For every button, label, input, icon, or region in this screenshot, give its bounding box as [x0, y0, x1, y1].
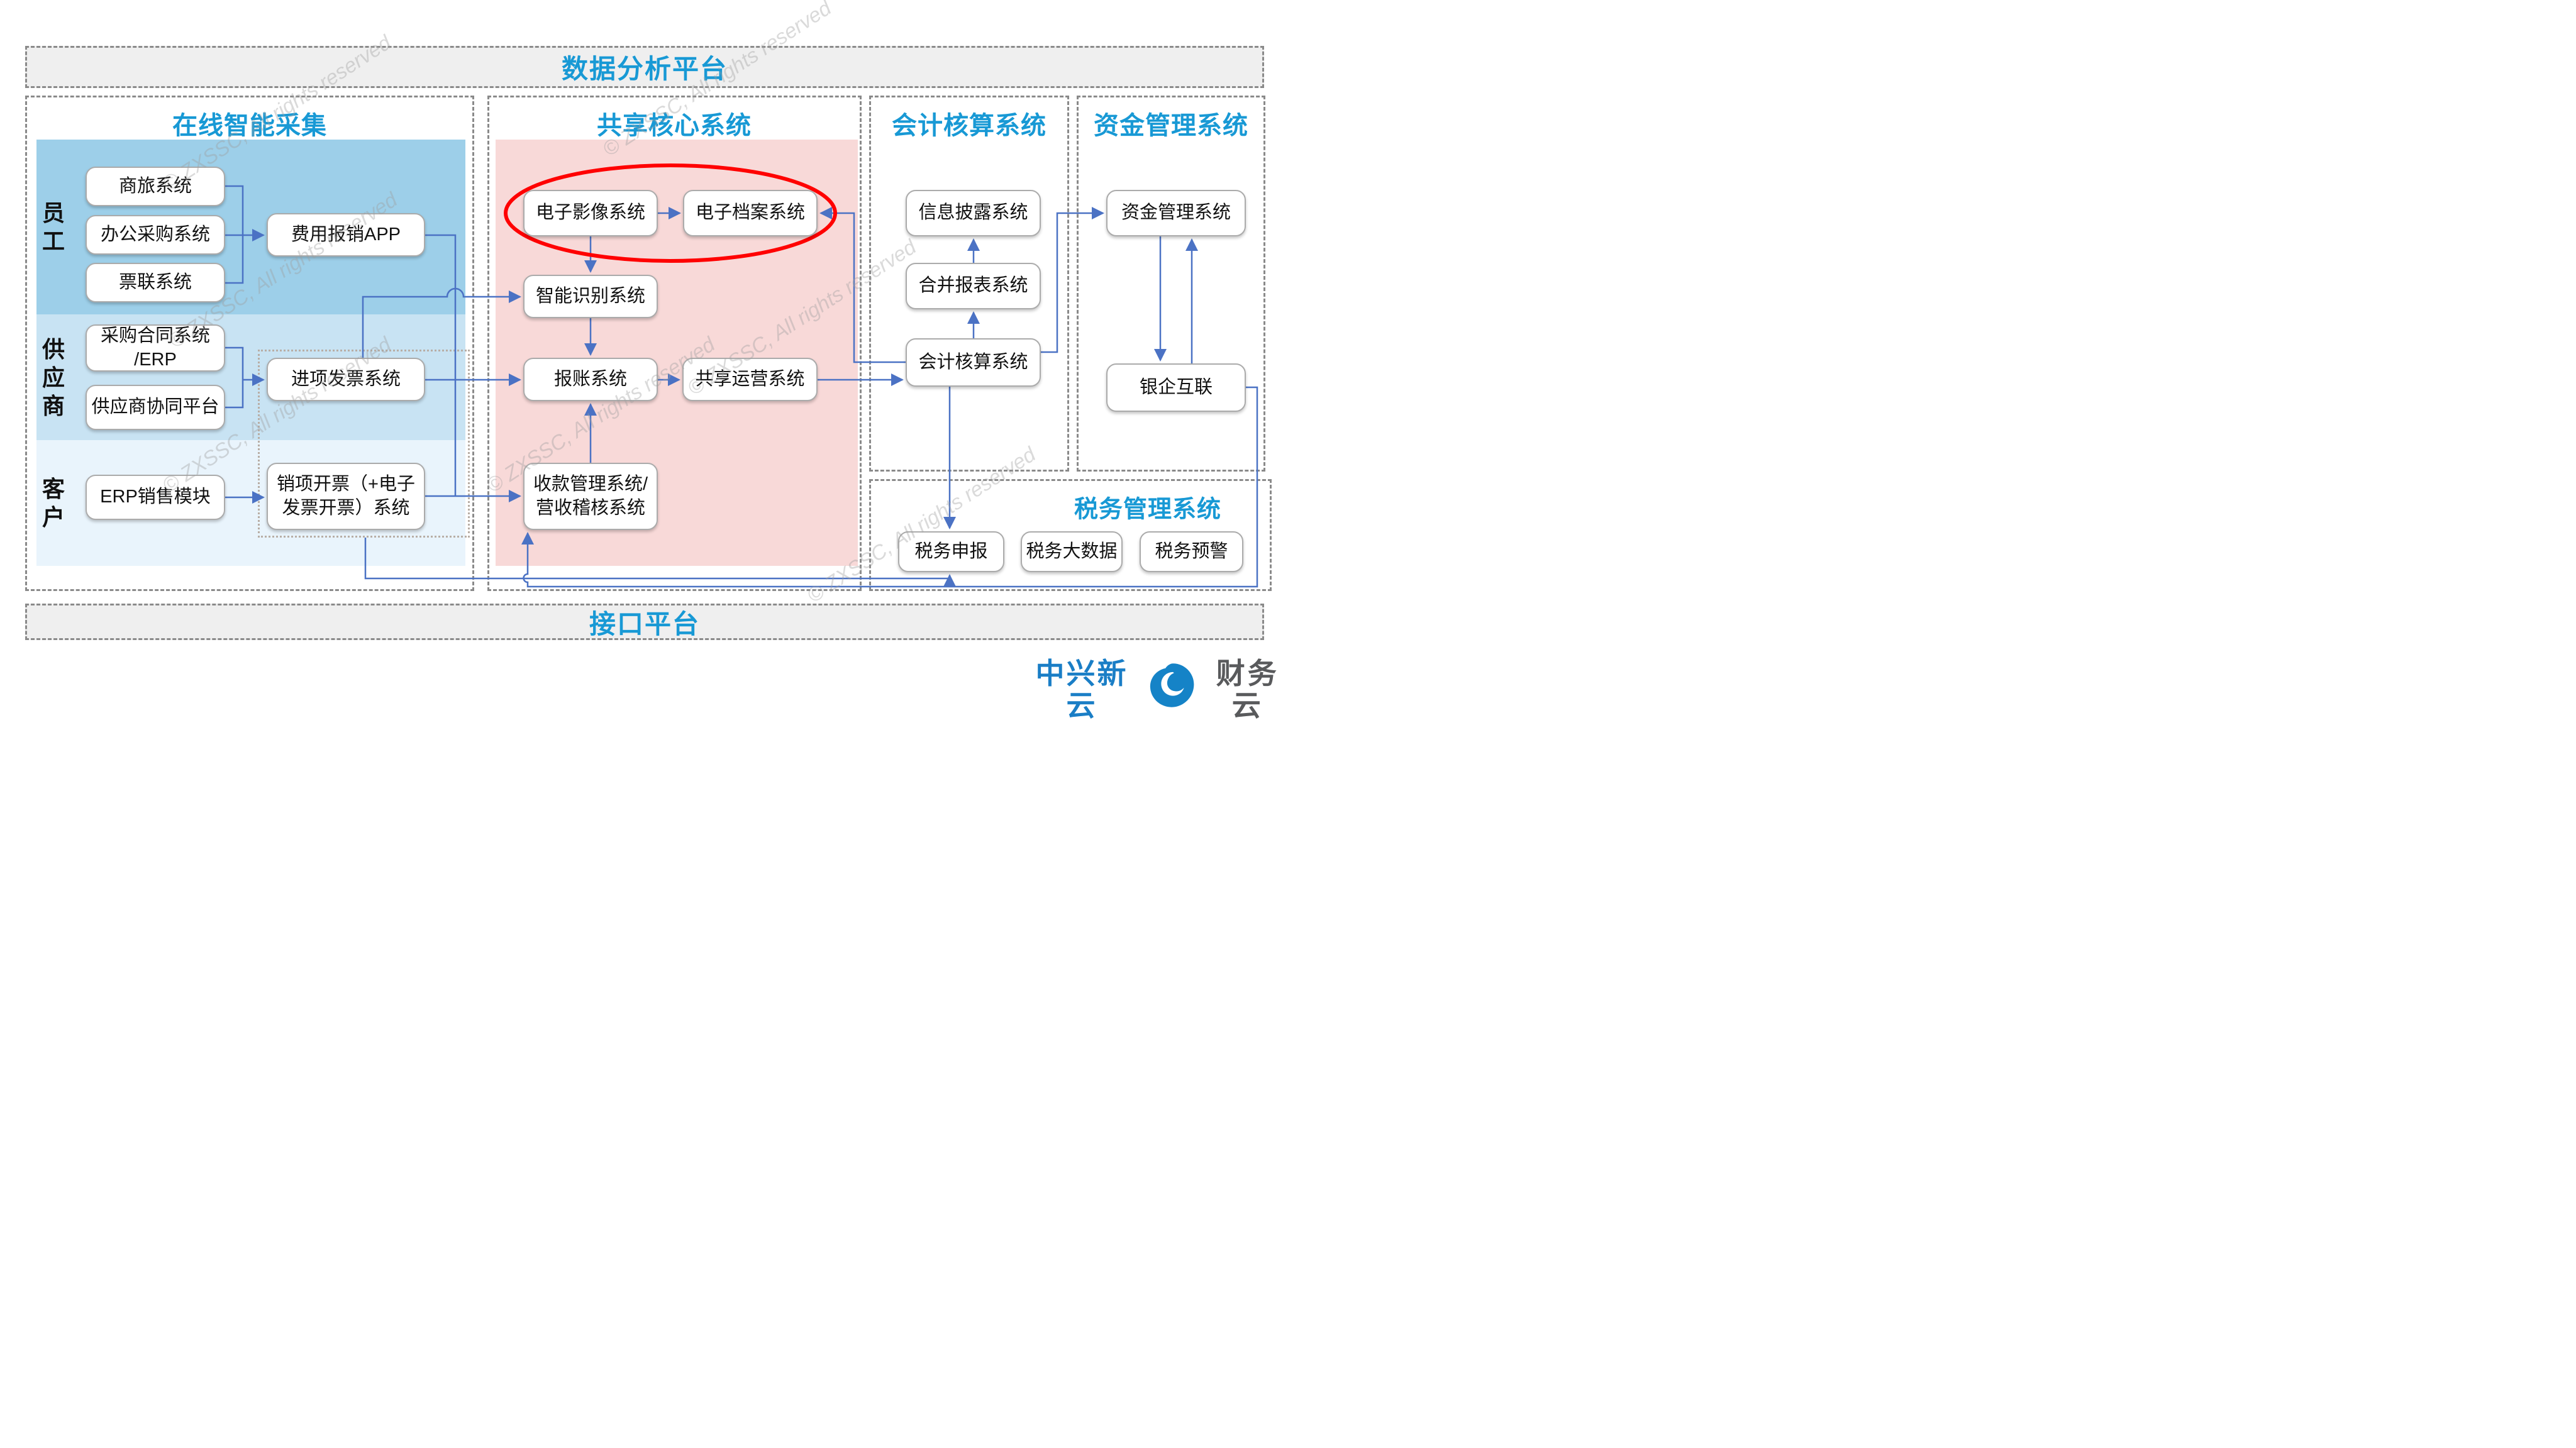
supplier-band-label-text: 供应商 [42, 336, 65, 419]
box-procurement-contract-label: 采购合同系统 /ERP [100, 325, 210, 370]
box-fund-mgmt-label: 资金管理系统 [1121, 202, 1231, 223]
employee-band-label: 员工 [40, 140, 67, 314]
logo-product-name: 财务云 [1216, 657, 1279, 722]
box-ticket-link-label: 票联系统 [118, 272, 192, 292]
box-erp-sales-module: ERP销售模块 [86, 475, 225, 520]
box-consolidated-report-label: 合并报表系统 [918, 275, 1028, 296]
box-office-procurement-system: 办公采购系统 [86, 215, 225, 255]
financial-cloud-icon [1150, 663, 1194, 707]
box-erp-sales-label: ERP销售模块 [100, 487, 211, 507]
data-analysis-platform-bar: 数据分析平台 [25, 46, 1264, 88]
box-shared-operation-label: 共享运营系统 [695, 368, 805, 389]
logo-brand-block: 中兴新云 中国企业 全球梦想 [1029, 658, 1135, 724]
section-title-shared-core: 共享核心系统 [597, 112, 752, 140]
box-fund-mgmt-system: 资金管理系统 [1106, 190, 1246, 236]
box-expense-app-label: 费用报销APP [291, 224, 401, 245]
box-tax-warning-label: 税务预警 [1155, 541, 1228, 561]
box-info-disclosure-system: 信息披露系统 [906, 190, 1041, 236]
box-intelligent-recognition-label: 智能识别系统 [535, 285, 645, 306]
section-title-tax: 税务管理系统 [1074, 496, 1222, 523]
box-accounting-core-label: 会计核算系统 [918, 351, 1028, 372]
box-accounting-core-system: 会计核算系统 [906, 338, 1041, 387]
box-e-image-system: 电子影像系统 [523, 190, 658, 236]
section-title-online-collect: 在线智能采集 [172, 112, 327, 140]
data-analysis-platform-title: 数据分析平台 [561, 54, 728, 84]
box-tax-bigdata: 税务大数据 [1021, 531, 1123, 572]
box-intelligent-recognition-system: 智能识别系统 [523, 275, 658, 318]
logo-brand-name: 中兴新云 [1035, 657, 1128, 722]
box-supplier-collab-label: 供应商协同平台 [91, 397, 219, 417]
box-bank-enterprise-link: 银企互联 [1106, 363, 1246, 412]
interface-platform-bar: 接口平台 [25, 604, 1264, 640]
box-receipt-mgmt-label: 收款管理系统/ 营收稽核系统 [533, 473, 648, 518]
box-receipt-mgmt-system: 收款管理系统/ 营收稽核系统 [523, 463, 658, 530]
supplier-band-label: 供应商 [40, 314, 67, 440]
box-e-archive-label: 电子档案系统 [695, 202, 805, 223]
employee-band-label-text: 员工 [42, 200, 65, 254]
box-tax-filing: 税务申报 [898, 531, 1004, 572]
box-expense-app: 费用报销APP [267, 213, 425, 257]
section-title-accounting: 会计核算系统 [892, 112, 1046, 140]
diagram-canvas: 数据分析平台 在线智能采集 共享核心系统 会计核算系统 资金管理系统 税务管理系… [0, 0, 1288, 724]
logo-product-block: 财务云 Financial Cloud [1207, 658, 1288, 724]
box-ticket-link-system: 票联系统 [86, 263, 225, 302]
box-tax-filing-label: 税务申报 [914, 541, 988, 561]
box-consolidated-report-system: 合并报表系统 [906, 263, 1041, 309]
box-office-procurement-label: 办公采购系统 [100, 224, 210, 245]
box-info-disclosure-label: 信息披露系统 [918, 202, 1028, 223]
customer-band-label: 客户 [40, 440, 67, 566]
box-procurement-contract-system: 采购合同系统 /ERP [86, 324, 225, 372]
box-travel-system-label: 商旅系统 [118, 175, 192, 196]
box-tax-bigdata-label: 税务大数据 [1026, 541, 1118, 561]
box-e-archive-system: 电子档案系统 [683, 190, 818, 236]
section-title-treasury: 资金管理系统 [1094, 112, 1248, 140]
company-logo: 中兴新云 中国企业 全球梦想 财务云 Financial Cloud [1029, 658, 1288, 724]
customer-band-label-text: 客户 [42, 476, 65, 530]
box-tax-warning: 税务预警 [1140, 531, 1243, 572]
box-shared-operation-system: 共享运营系统 [682, 358, 818, 401]
box-e-image-label: 电子影像系统 [535, 202, 645, 223]
box-input-invoice-system: 进项发票系统 [267, 358, 425, 401]
box-reimbursement-system: 报账系统 [523, 358, 658, 401]
section-treasury [1077, 96, 1265, 472]
box-output-invoice-label: 销项开票（+电子 发票开票）系统 [277, 473, 415, 518]
box-input-invoice-label: 进项发票系统 [291, 368, 401, 389]
box-bank-enterprise-link-label: 银企互联 [1139, 377, 1213, 397]
box-travel-system: 商旅系统 [86, 167, 225, 206]
interface-platform-title: 接口平台 [589, 609, 700, 639]
box-reimbursement-label: 报账系统 [553, 368, 627, 389]
box-supplier-collab-platform: 供应商协同平台 [86, 385, 225, 430]
box-output-invoice-system: 销项开票（+电子 发票开票）系统 [267, 463, 425, 530]
